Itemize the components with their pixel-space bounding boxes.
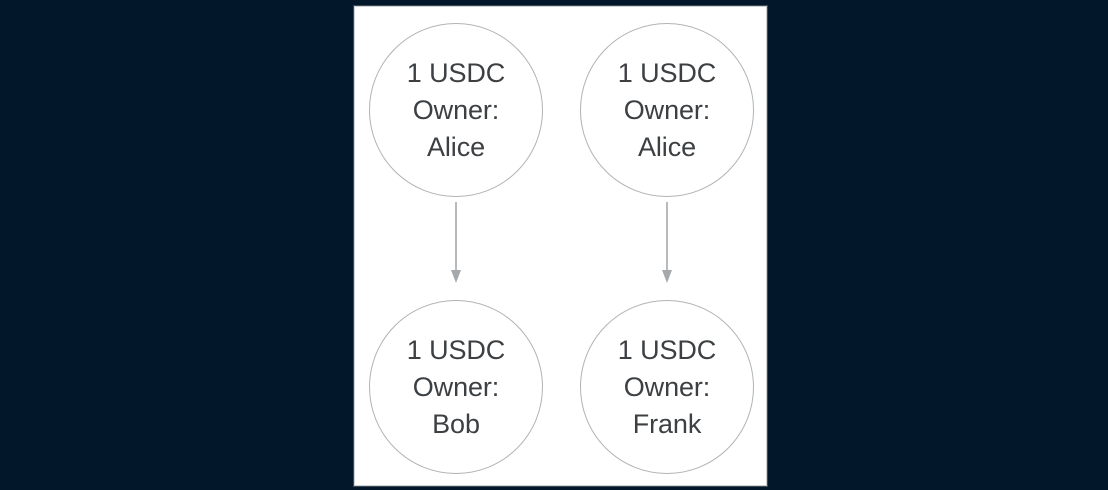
utxo-owner-value: Bob [432, 408, 480, 439]
transfer-arrow-down-icon [451, 202, 461, 283]
transfer-arrow-down-icon [662, 202, 672, 283]
utxo-owner-label: Owner: [623, 371, 711, 402]
utxo-owner-value: Alice [426, 131, 486, 162]
utxo-amount: 1 USDC [617, 334, 717, 365]
utxo-amount: 1 USDC [406, 334, 506, 365]
utxo-node-top-left[interactable]: 1 USDC Owner: Alice [369, 23, 543, 197]
utxo-node-top-right[interactable]: 1 USDC Owner: Alice [580, 23, 754, 197]
utxo-owner-label: Owner: [412, 94, 500, 125]
utxo-owner-value: Frank [632, 408, 702, 439]
utxo-node-bottom-right[interactable]: 1 USDC Owner: Frank [580, 300, 754, 474]
utxo-node-bottom-left[interactable]: 1 USDC Owner: Bob [369, 300, 543, 474]
utxo-owner-value: Alice [637, 131, 697, 162]
utxo-owner-label: Owner: [412, 371, 500, 402]
utxo-amount: 1 USDC [406, 57, 506, 88]
utxo-owner-label: Owner: [623, 94, 711, 125]
utxo-transfer-diagram: 1 USDC Owner: Alice 1 USDC Owner: Alice … [355, 7, 766, 485]
utxo-amount: 1 USDC [617, 57, 717, 88]
slide-panel: 1 USDC Owner: Alice 1 USDC Owner: Alice … [354, 6, 767, 486]
